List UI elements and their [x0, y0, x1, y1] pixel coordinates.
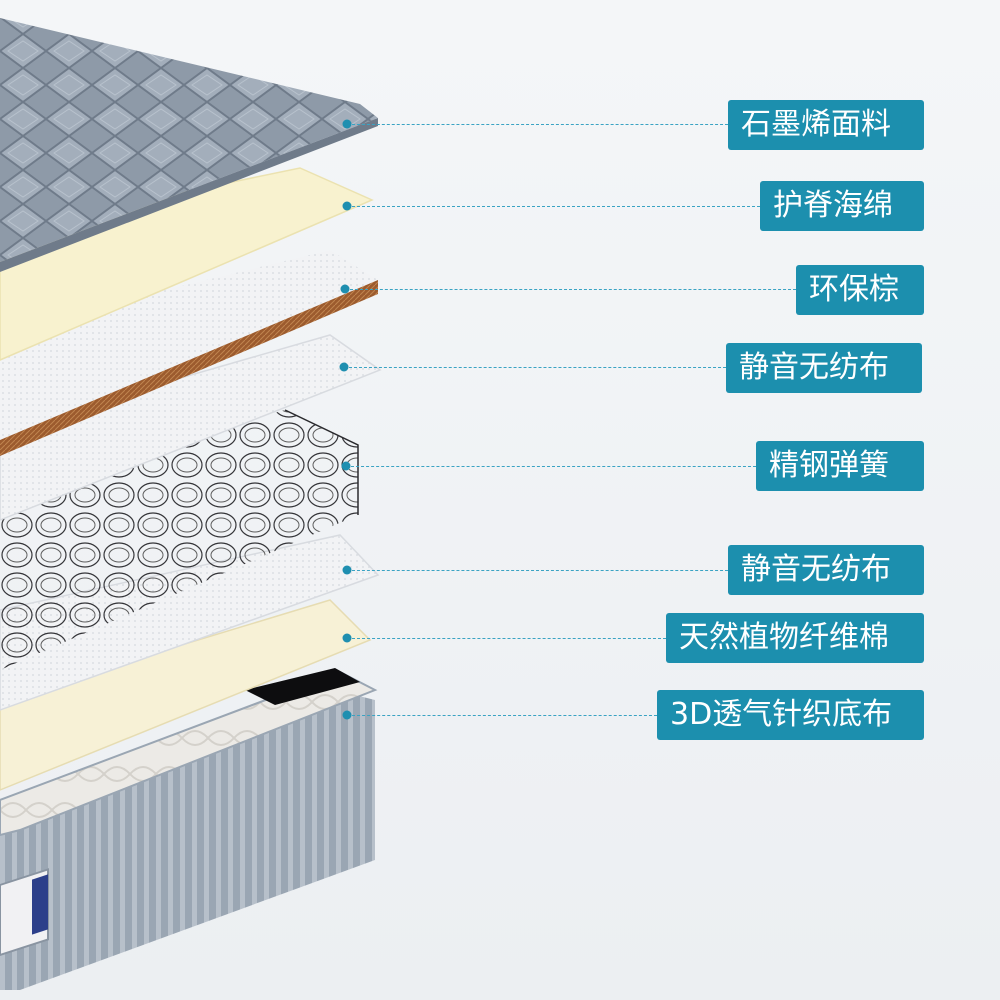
leader-line-7 [352, 638, 666, 639]
layer-label-springs: 精钢弹簧 [756, 441, 924, 491]
layer-coir [0, 250, 378, 456]
layer-dot-1 [342, 119, 352, 129]
layer-dot-3 [340, 284, 350, 294]
layer-dot-8 [342, 710, 352, 720]
layer-label-coir: 环保棕 [796, 265, 924, 315]
leader-line-1 [352, 124, 728, 125]
layer-label-nonwoven-upper: 静音无纺布 [726, 343, 922, 393]
mattress-base [0, 668, 378, 990]
leader-line-4 [349, 367, 726, 368]
layer-label-fiber-cotton: 天然植物纤维棉 [666, 613, 924, 663]
leader-line-8 [352, 715, 657, 716]
leader-line-5 [351, 466, 756, 467]
layer-label-graphene-fabric: 石墨烯面料 [728, 100, 924, 150]
layer-label-nonwoven-lower: 静音无纺布 [728, 545, 924, 595]
layer-dot-2 [342, 201, 352, 211]
layer-dot-4 [339, 362, 349, 372]
leader-line-3 [350, 289, 796, 290]
leader-line-2 [352, 206, 760, 207]
layer-dot-7 [342, 633, 352, 643]
leader-line-6 [352, 570, 728, 571]
layer-label-knit-base: 3D透气针织底布 [657, 690, 924, 740]
layer-label-spine-foam: 护脊海绵 [760, 181, 924, 231]
layer-fiber-cotton [0, 599, 372, 791]
layer-dot-6 [342, 565, 352, 575]
layer-nonwoven-upper [0, 334, 382, 521]
layer-graphene-fabric [0, 18, 378, 272]
layer-dot-5 [341, 461, 351, 471]
